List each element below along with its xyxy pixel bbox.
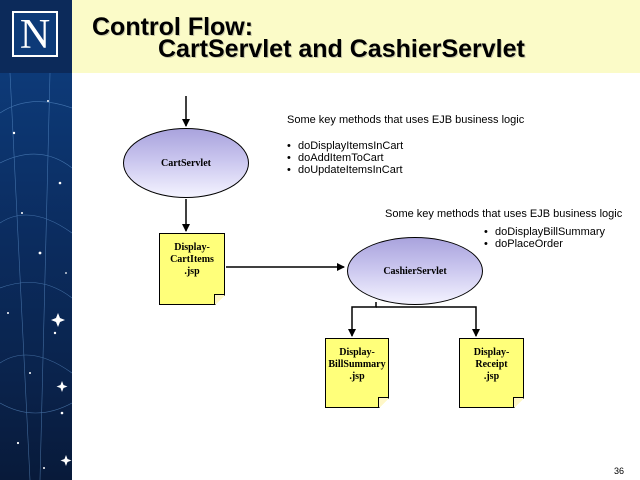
arrow-cashier-to-bill-summary — [348, 302, 377, 337]
cashier-method-item: doDisplayBillSummary — [484, 226, 605, 238]
page-fold-icon — [513, 397, 523, 407]
star-map-decoration — [0, 73, 72, 480]
netscape-logo: N — [0, 0, 72, 73]
page-title-line1: Control Flow: — [92, 13, 254, 41]
display-cart-items-line2: CartItems — [170, 254, 214, 265]
page-fold-icon — [378, 397, 388, 407]
cashier-servlet-node: CashierServlet — [347, 237, 483, 305]
display-bill-summary-line3: .jsp — [349, 371, 365, 382]
sidebar-decoration — [0, 73, 72, 480]
cart-methods-heading: Some key methods that uses EJB business … — [287, 114, 525, 126]
page-number: 36 — [613, 466, 624, 476]
page-title-line2: CartServlet and CashierServlet — [158, 35, 525, 63]
cart-method-item: doAddItemToCart — [287, 152, 384, 164]
cart-method-item: doDisplayItemsInCart — [287, 140, 403, 152]
display-receipt-line3: .jsp — [483, 371, 500, 382]
display-receipt-node: Display- Receipt .jsp — [459, 338, 524, 408]
display-receipt-line2: Receipt — [475, 359, 508, 370]
page-fold-icon — [214, 294, 224, 304]
cart-method-item: doUpdateItemsInCart — [287, 164, 403, 176]
logo-letter: N — [12, 11, 58, 57]
cashier-method-item: doPlaceOrder — [484, 238, 563, 250]
arrow-cashier-to-receipt — [376, 306, 480, 337]
display-bill-summary-node: Display- BillSummary .jsp — [325, 338, 389, 408]
cashier-methods-heading: Some key methods that uses EJB business … — [385, 208, 623, 220]
cashier-servlet-label: CashierServlet — [383, 265, 447, 277]
display-cart-items-line1: Display- — [174, 242, 210, 253]
display-cart-items-node: Display- CartItems .jsp — [159, 233, 225, 305]
display-bill-summary-line2: BillSummary — [328, 359, 386, 370]
title-bar — [0, 0, 640, 73]
display-receipt-line1: Display- — [473, 347, 510, 358]
cart-servlet-label: CartServlet — [161, 157, 211, 169]
display-cart-items-line3: .jsp — [184, 266, 200, 277]
display-bill-summary-line1: Display- — [339, 347, 375, 358]
cart-servlet-node: CartServlet — [123, 128, 249, 198]
